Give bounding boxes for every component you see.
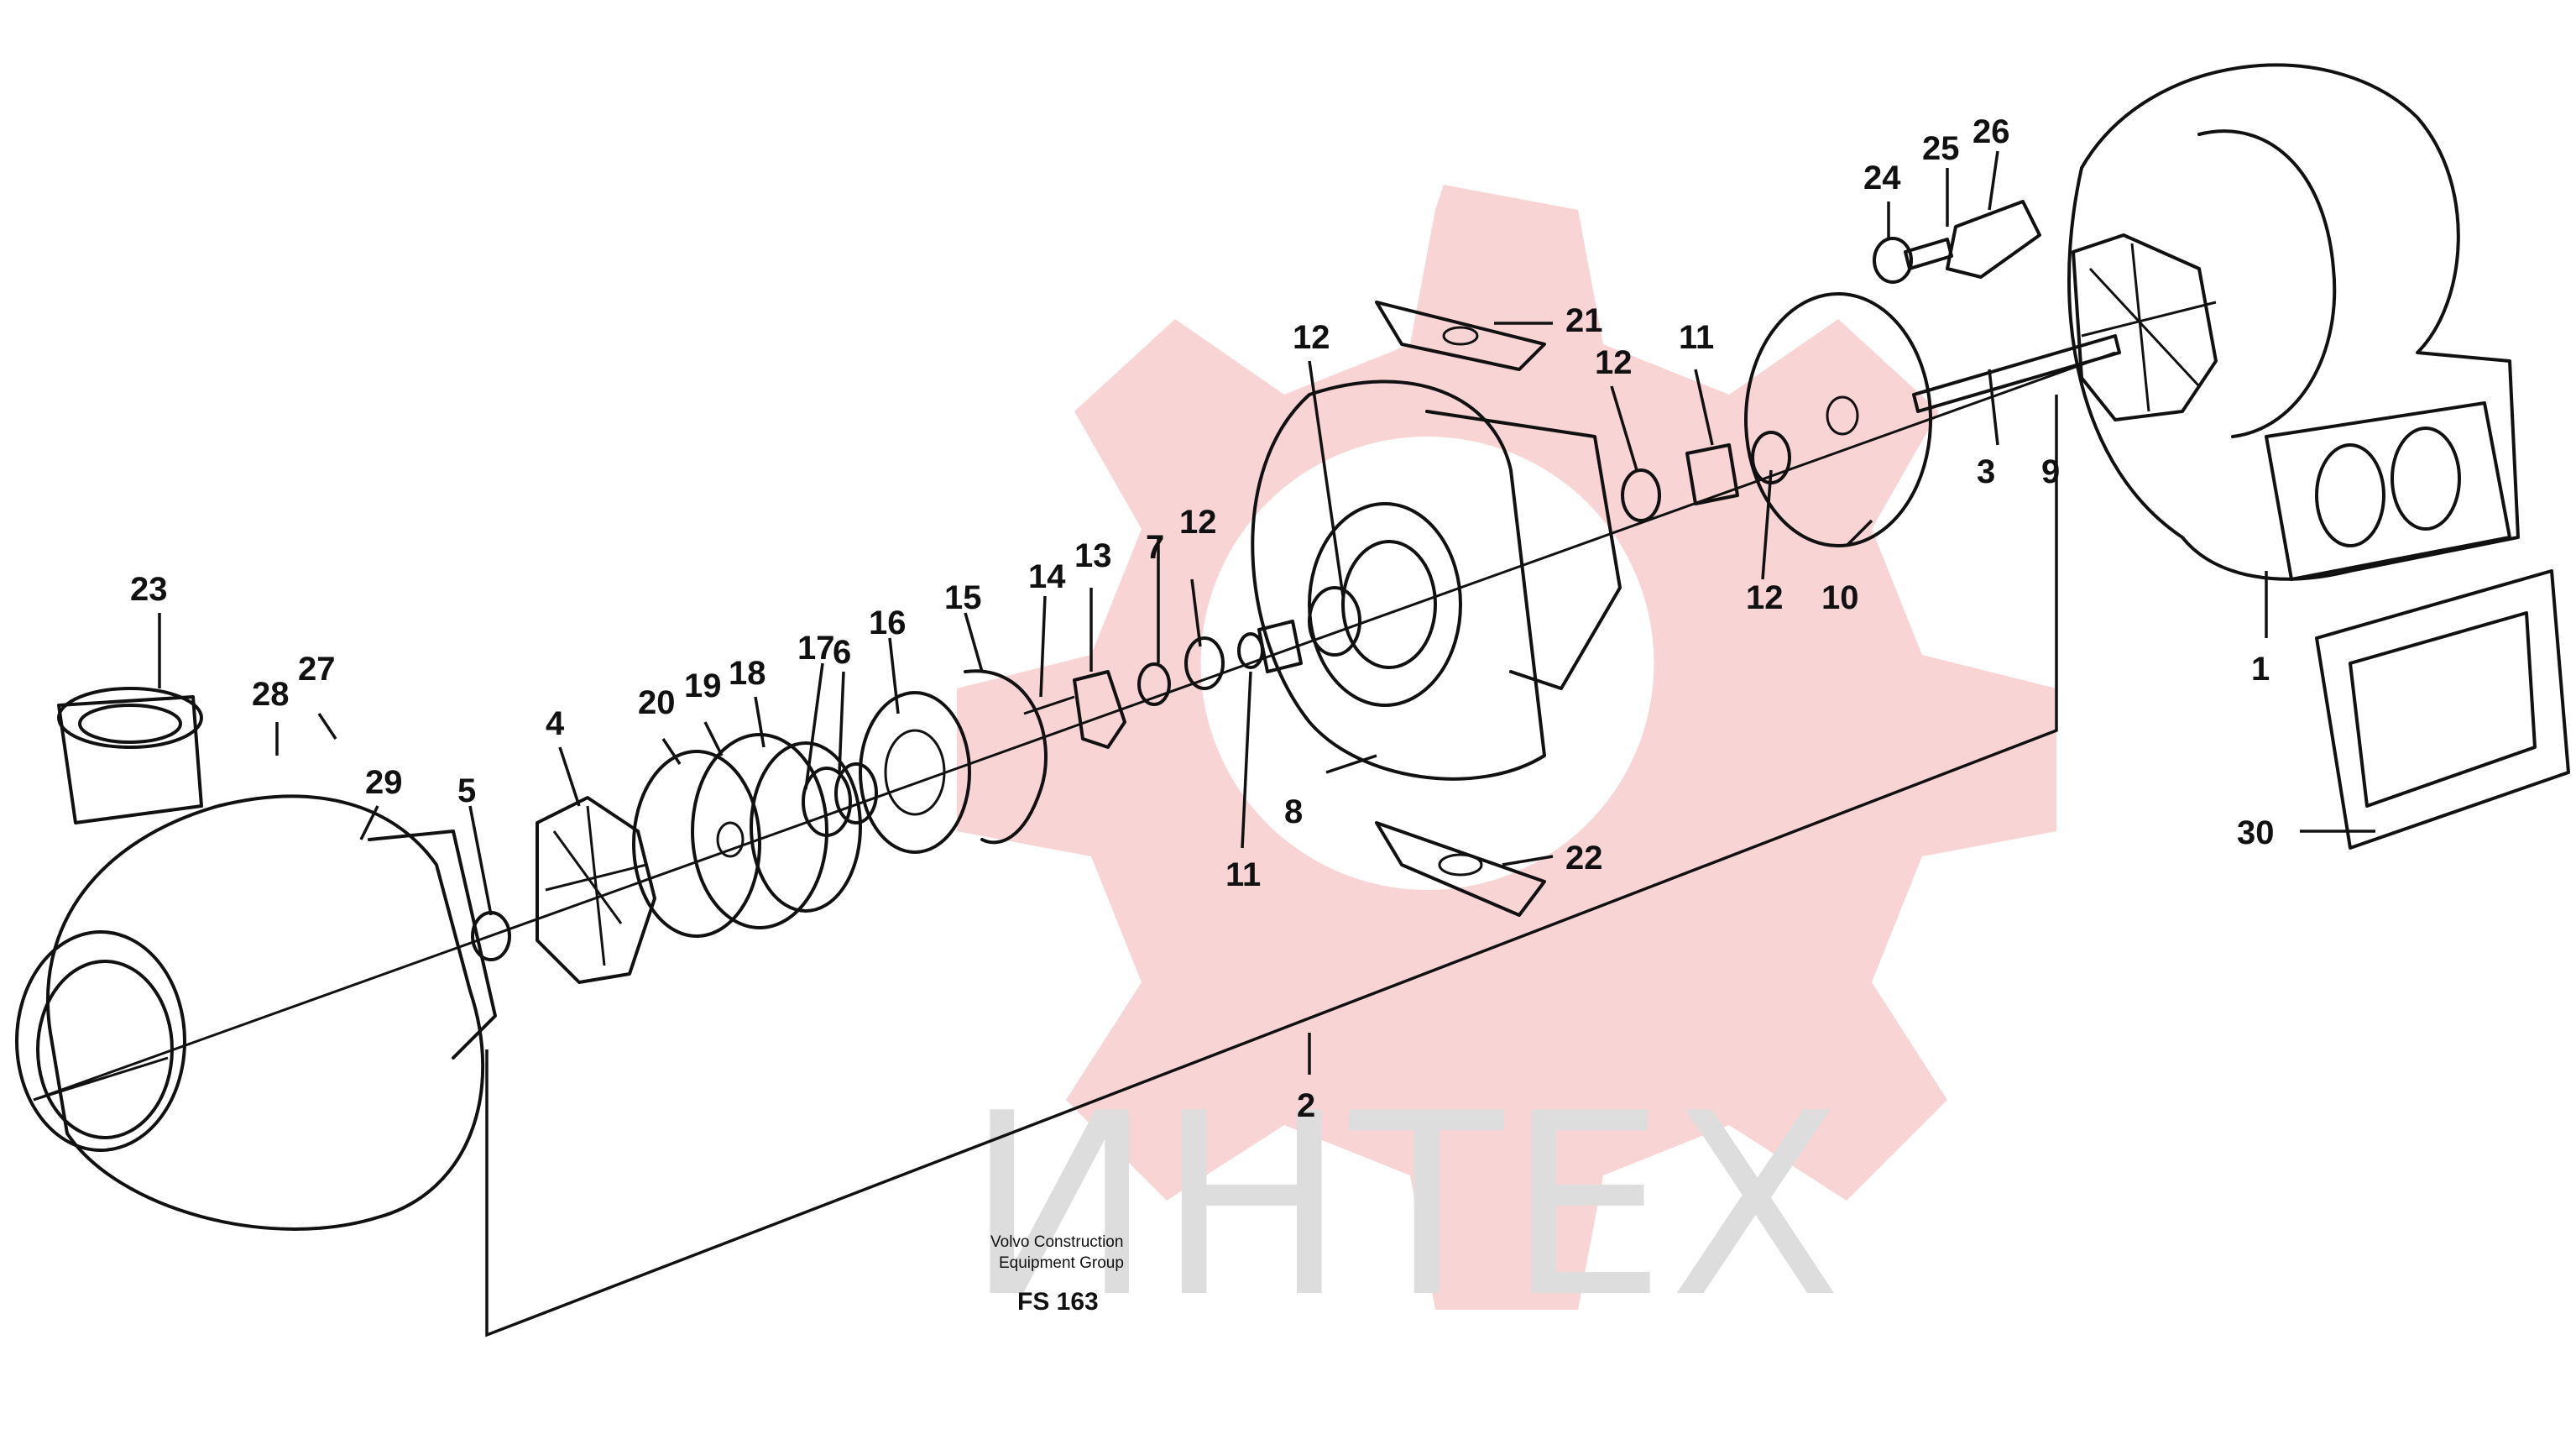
seal-insert — [632, 733, 862, 938]
assembly-axis — [33, 351, 2116, 1102]
callout-12-center: 12 — [1293, 319, 1330, 356]
callout-6: 6 — [833, 634, 851, 671]
footer-code: FS 163 — [1017, 1288, 1099, 1316]
source-footer: Volvo Construction Equipment Group FS 16… — [990, 1233, 1124, 1316]
callout-7: 7 — [1146, 529, 1164, 566]
callout-16: 16 — [869, 605, 907, 641]
thrust-bearing — [1023, 670, 1126, 749]
callout-14: 14 — [1028, 558, 1066, 595]
exhaust-gasket — [2315, 569, 2570, 850]
callout-25: 25 — [1922, 130, 1960, 167]
gasket-upper — [1375, 301, 1546, 371]
compressor-wheel — [536, 796, 656, 984]
callout-12-right-lower: 12 — [1746, 579, 1784, 616]
callout-11-lower: 11 — [1225, 856, 1261, 893]
watermark-gear-logo — [957, 185, 2056, 1310]
callout-12-right-upper: 12 — [1595, 344, 1633, 381]
callout-13: 13 — [1074, 537, 1112, 574]
callout-19: 19 — [684, 667, 722, 704]
callout-20: 20 — [638, 684, 676, 721]
callout-9: 9 — [2041, 453, 2060, 490]
callout-15: 15 — [944, 579, 982, 616]
footer-line-2: Equipment Group — [999, 1254, 1124, 1272]
kit-bracket — [485, 479, 2058, 1337]
callout-27: 27 — [298, 651, 336, 688]
thrust-spacer — [802, 762, 878, 837]
callout-22: 22 — [1565, 840, 1603, 877]
callout-26: 26 — [1972, 113, 2010, 150]
clamp-bolt — [1873, 200, 2041, 284]
callout-10: 10 — [1821, 579, 1859, 616]
watermark-text: ИНТЕХ — [965, 1060, 1845, 1353]
callout-11-upper: 11 — [1679, 319, 1714, 356]
callout-labels: 1 2 3 4 5 6 7 8 9 10 11 11 12 12 12 12 1… — [130, 113, 2275, 1124]
leader-lines — [158, 150, 2375, 916]
callout-21: 21 — [1565, 302, 1603, 339]
gasket-lower — [1375, 821, 1546, 917]
footer-line-1: Volvo Construction — [990, 1233, 1123, 1251]
callout-3: 3 — [1977, 453, 1995, 490]
callout-1: 1 — [2251, 651, 2270, 688]
callout-18: 18 — [729, 655, 766, 692]
turbine-shaft — [1912, 233, 2218, 421]
callout-2: 2 — [1297, 1087, 1315, 1124]
callout-28: 28 — [252, 676, 290, 713]
bearing-housing — [1251, 379, 1622, 781]
callout-29: 29 — [365, 764, 403, 801]
callout-24: 24 — [1863, 160, 1901, 196]
turbine-housing — [2067, 63, 2520, 581]
callout-23: 23 — [130, 571, 168, 608]
callout-5: 5 — [457, 772, 476, 809]
callout-12-left: 12 — [1179, 504, 1217, 541]
callout-17: 17 — [797, 630, 835, 667]
callout-8: 8 — [1284, 793, 1303, 830]
callout-4: 4 — [546, 705, 565, 742]
callout-30: 30 — [2237, 814, 2275, 851]
